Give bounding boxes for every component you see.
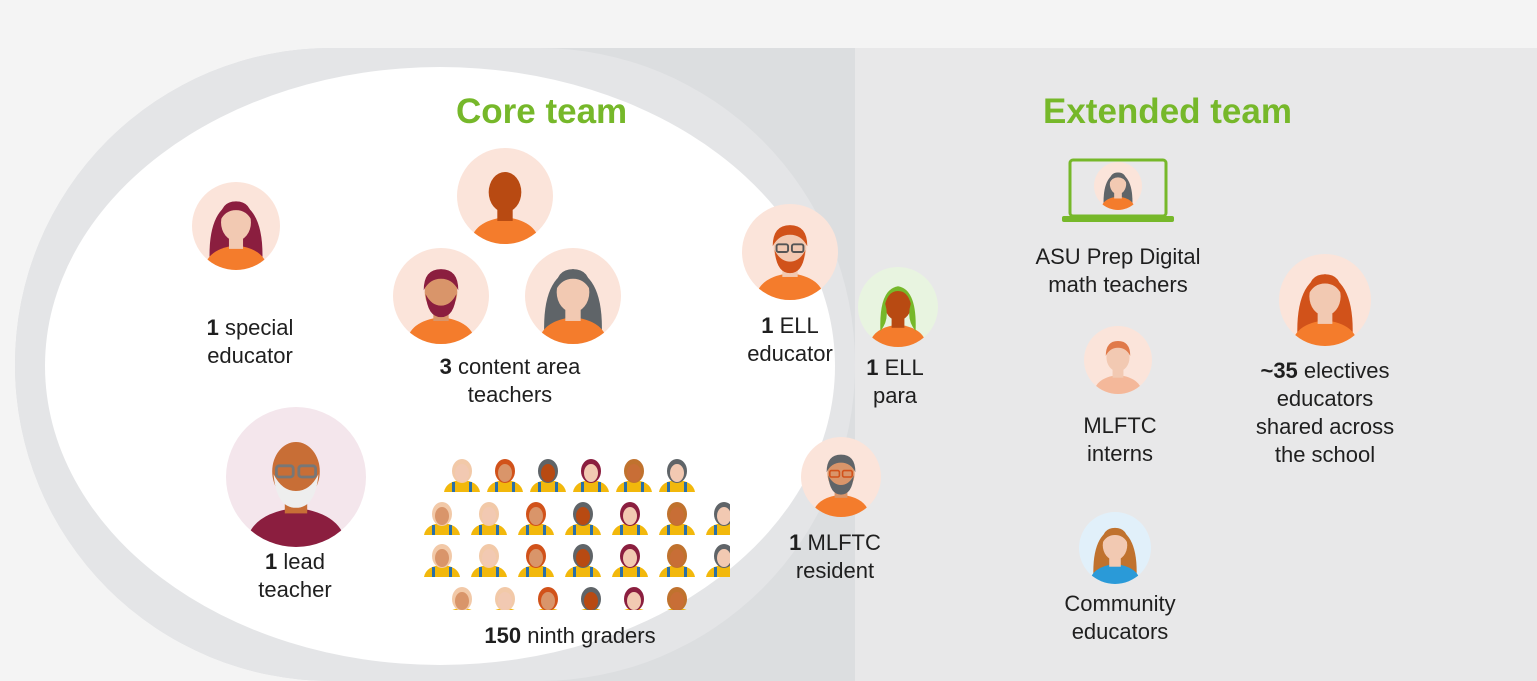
student-icon: [659, 502, 695, 535]
student-icon: [538, 587, 558, 610]
student-icon: [495, 587, 515, 610]
student-icon: [612, 544, 648, 577]
student-icon: [573, 459, 609, 492]
student-icon: [471, 502, 507, 535]
content-teacher-avatar-3: [525, 248, 621, 344]
extended-panel: [855, 48, 1537, 681]
community-educator-avatar: [1079, 512, 1151, 584]
core-team-title: Core team: [456, 92, 628, 131]
student-icon: [518, 502, 554, 535]
student-icon: [424, 502, 460, 535]
student-icon: [624, 587, 644, 610]
student-icon: [444, 459, 480, 492]
extended-team-title: Extended team: [1043, 92, 1292, 131]
mlftc-intern-avatar: [1084, 326, 1152, 394]
student-icon: [667, 587, 687, 610]
student-icon: [471, 544, 507, 577]
student-icon: [424, 544, 460, 577]
content-teacher-avatar-1: [457, 148, 553, 244]
student-icon: [616, 459, 652, 492]
student-icon: [581, 587, 601, 610]
student-icon: [659, 459, 695, 492]
laptop-base: [1062, 216, 1174, 222]
student-icon: [565, 502, 601, 535]
students-grid: [424, 459, 730, 610]
mlftc-resident-avatar: [801, 437, 881, 517]
students-label: 150 ninth graders: [484, 623, 656, 648]
lead-teacher-avatar: [226, 407, 366, 547]
student-icon: [487, 459, 523, 492]
student-icon: [612, 502, 648, 535]
student-icon: [659, 544, 695, 577]
student-icon: [565, 544, 601, 577]
student-icon: [518, 544, 554, 577]
content-teacher-avatar-2: [393, 248, 489, 344]
ell-educator-avatar: [742, 204, 838, 300]
student-icon: [530, 459, 566, 492]
ell-para-avatar: [858, 267, 938, 347]
special-educator-avatar: [192, 182, 280, 270]
electives-educator-avatar: [1279, 254, 1371, 346]
asu-teacher-avatar: [1094, 162, 1142, 210]
student-icon: [706, 502, 730, 535]
student-icon: [452, 587, 472, 610]
student-icon: [706, 544, 730, 577]
